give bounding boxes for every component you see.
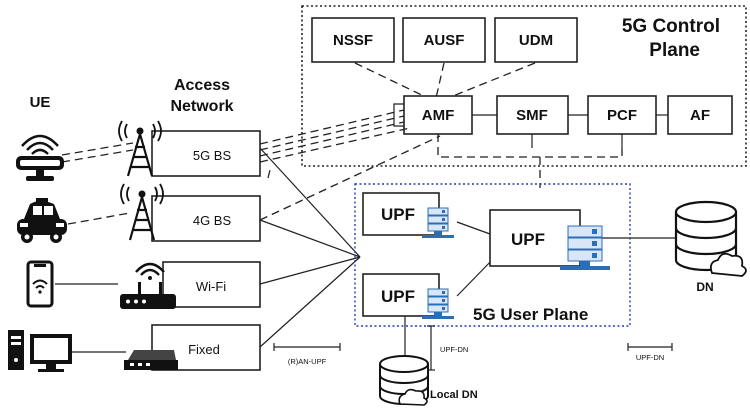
- link-4gbs-upf: [259, 219, 361, 258]
- smf-label: SMF: [516, 107, 548, 124]
- 5g-bs-box: 5G BS: [151, 130, 261, 177]
- wifi-label: Wi-Fi: [196, 279, 226, 294]
- server-icon-upf1: [422, 207, 454, 238]
- link-car-4gbs: [67, 212, 131, 225]
- local-dn-label: Local DN: [430, 389, 478, 401]
- upf-dn-interface-1: UPF-DN: [427, 325, 468, 371]
- smartphone-icon: [26, 260, 54, 308]
- amf-bracket: [393, 103, 404, 127]
- link-5gbs-tick: [267, 169, 271, 179]
- link-ausf-amf: [435, 62, 445, 99]
- cloud-icon-dn: [709, 252, 747, 277]
- upf1-label: UPF: [381, 205, 415, 224]
- link-udm-amf: [447, 62, 536, 99]
- link-router-5gbs-a: [61, 142, 134, 156]
- upf2-box: UPF: [362, 273, 440, 317]
- amf-label: AMF: [422, 107, 455, 124]
- upf-dn-interface-2: UPF-DN: [627, 343, 673, 362]
- upf3-label: UPF: [511, 230, 545, 249]
- link-5gbs-amf-3: [259, 121, 405, 157]
- control-bus: [437, 134, 623, 158]
- access-network-title-line2: Network: [170, 98, 233, 115]
- cloud-icon-local-dn: [398, 388, 428, 406]
- upf1-box: UPF: [362, 192, 440, 236]
- fixed-label: Fixed: [188, 342, 220, 357]
- ran-upf-interface: (R)AN-UPF: [273, 343, 341, 366]
- car-icon: [17, 198, 67, 243]
- 4g-bs-box: 4G BS: [151, 195, 261, 242]
- router-icon: [16, 134, 64, 181]
- pcf-box: PCF: [587, 95, 657, 135]
- ue-title: UE: [30, 94, 51, 111]
- link-router-5gbs-b: [61, 149, 134, 163]
- udm-label: UDM: [519, 32, 553, 49]
- fixed-box: Fixed: [151, 324, 261, 371]
- ausf-label: AUSF: [424, 32, 465, 49]
- link-4gbs-amf: [259, 135, 441, 221]
- desktop-computer-icon: [8, 330, 72, 372]
- wifi-router-icon: [120, 262, 176, 309]
- udm-box: UDM: [494, 17, 578, 63]
- link-5gbs-upf: [259, 147, 361, 258]
- pcf-label: PCF: [607, 107, 637, 124]
- link-5gbs-amf-2: [259, 115, 405, 151]
- server-icon-upf2: [422, 288, 454, 319]
- link-5gbs-amf-4: [259, 127, 411, 163]
- smf-box: SMF: [496, 95, 569, 135]
- fixed-modem-icon: [124, 350, 178, 370]
- upf2-label: UPF: [381, 287, 415, 306]
- ran-upf-label: (R)AN-UPF: [288, 357, 327, 366]
- user-plane-boundary: [354, 183, 631, 327]
- upf-dn-label-2: UPF-DN: [636, 353, 664, 362]
- access-network-title-line1: Access: [174, 77, 230, 94]
- cell-tower-icon-5g: [118, 120, 162, 177]
- link-5gbs-amf-1: [259, 109, 405, 145]
- dn-label: DN: [696, 280, 713, 294]
- link-upf1-upf3: [456, 221, 491, 235]
- server-icon-upf3: [560, 225, 610, 270]
- nssf-label: NSSF: [333, 32, 373, 49]
- control-plane-boundary: [301, 5, 747, 167]
- upf-dn-label-1: UPF-DN: [440, 345, 468, 354]
- nssf-box: NSSF: [311, 17, 395, 63]
- af-label: AF: [690, 107, 710, 124]
- link-nssf-amf: [354, 62, 429, 99]
- control-plane-title-line1: 5G Control: [622, 16, 720, 37]
- wifi-box: Wi-Fi: [162, 261, 261, 308]
- 4g-bs-label: 4G BS: [193, 213, 232, 228]
- af-box: AF: [667, 95, 733, 135]
- control-plane-title-line2: Plane: [649, 40, 700, 61]
- amf-box: AMF: [403, 95, 473, 135]
- user-plane-title: 5G User Plane: [473, 305, 588, 324]
- upf3-box: UPF: [489, 209, 581, 267]
- link-fixed-upf: [259, 256, 361, 348]
- cell-tower-icon-4g: [120, 183, 164, 241]
- link-wifi-upf: [259, 256, 361, 285]
- ausf-box: AUSF: [402, 17, 486, 63]
- 5g-bs-label: 5G BS: [193, 148, 232, 163]
